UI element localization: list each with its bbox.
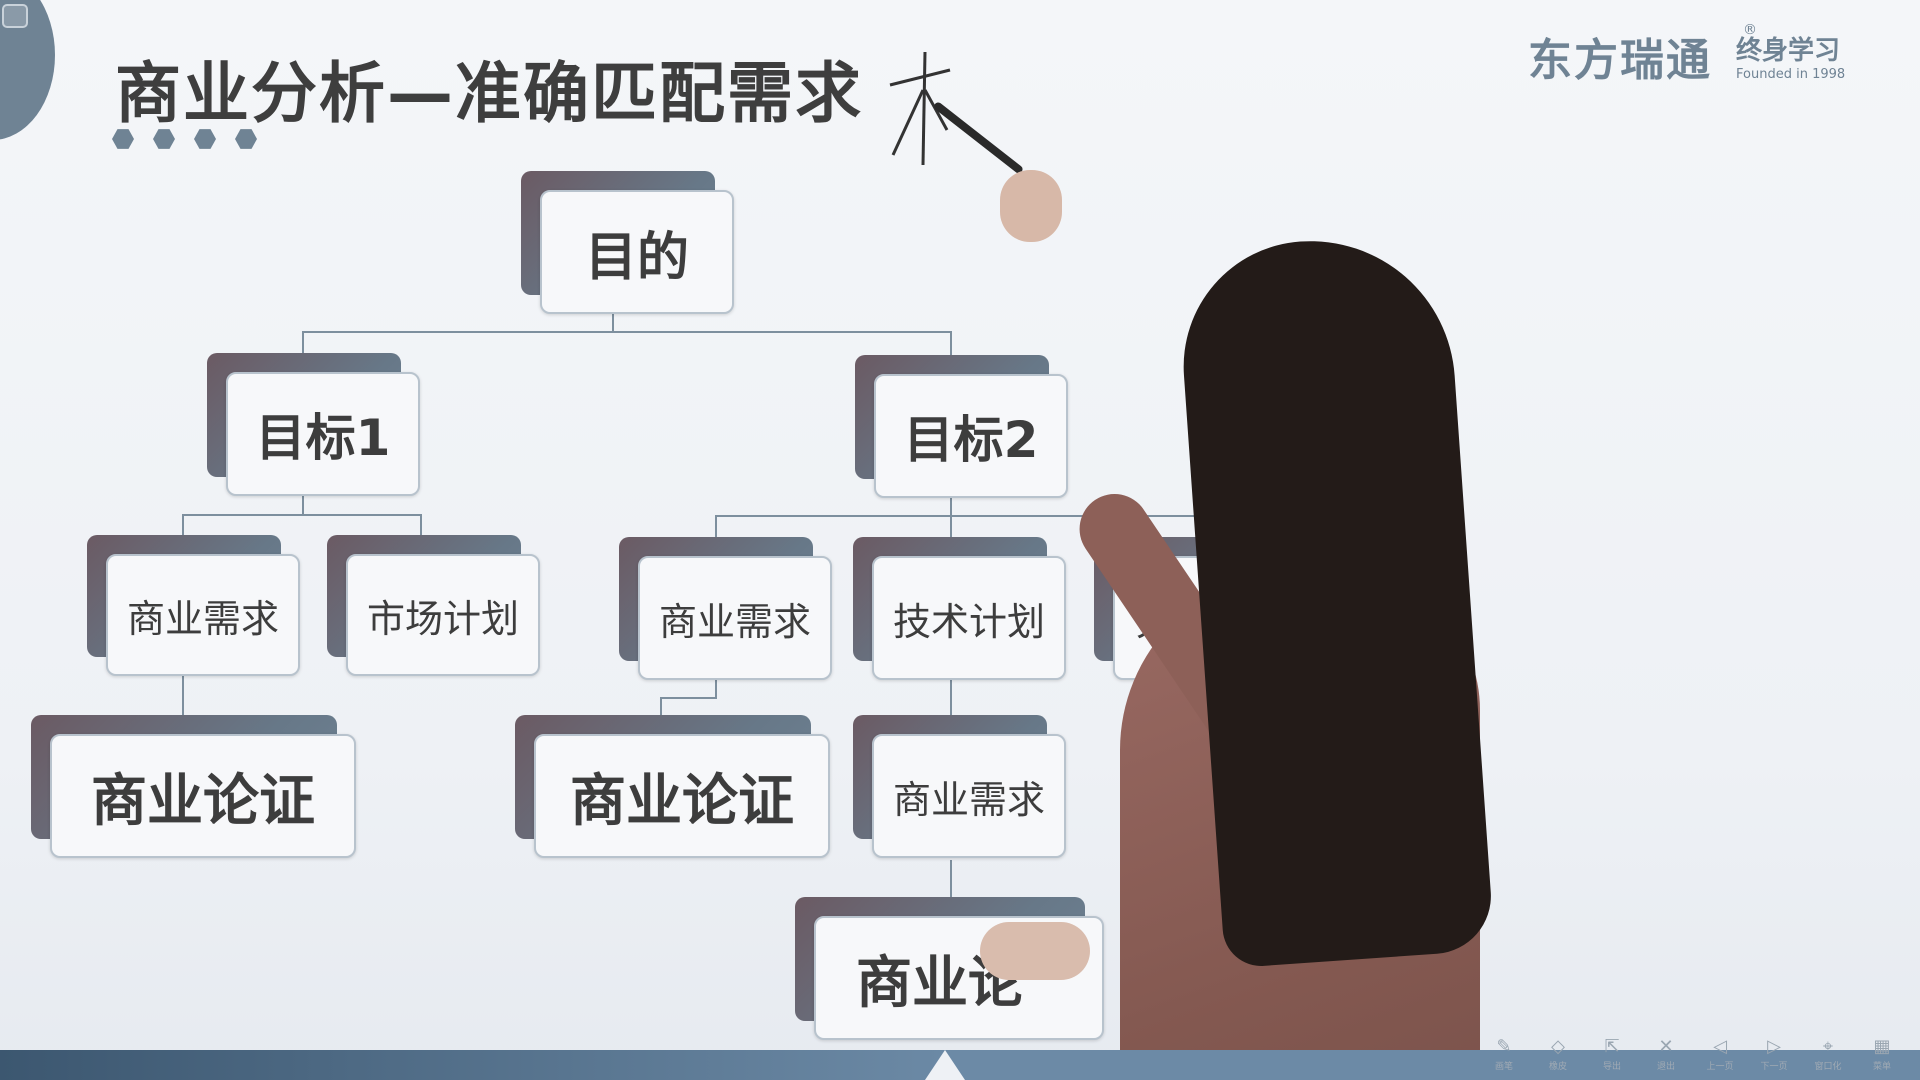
connector-line [182,514,184,554]
toolbar-next-page[interactable]: ▷ 下一页 [1756,1036,1792,1073]
window-icon: ⌖ [1822,1036,1834,1057]
tool-label: 退出 [1656,1062,1675,1072]
org-node-goal2: 目标2 [855,355,1068,498]
connector-line [950,496,952,516]
toolbar-window[interactable]: ⌖ 窗口化 [1810,1036,1846,1073]
pen-icon: ✎ [1496,1036,1512,1057]
node-label: 商业需求 [872,734,1066,858]
brand-name: 东方瑞通 [1528,35,1712,86]
brand-tagline: 终身学习 Founded in 1998 [1736,30,1845,82]
connector-line [950,515,952,555]
connector-line [302,331,952,333]
tool-label: 下一页 [1760,1062,1788,1072]
next-page-icon: ▷ [1767,1036,1781,1057]
connector-line [950,680,952,735]
connector-line [420,514,422,554]
toolbar-pen[interactable]: ✎ 画笔 [1486,1036,1522,1073]
tool-label: 画笔 [1494,1062,1513,1072]
presentation-toolbar: ✎ 画笔 ◇ 橡皮 ⇱ 导出 ✕ 退出 ◁ 上一页 ▷ 下一页 ⌖ 窗口化 ▦ [1486,1036,1900,1073]
hexagon-dot-icon [194,129,216,149]
toolbar-menu[interactable]: ▦ 菜单 [1864,1036,1900,1073]
org-node-business-need-2: 商业需求 [619,537,832,680]
toolbar-prev-page[interactable]: ◁ 上一页 [1702,1036,1738,1073]
toolbar-export[interactable]: ⇱ 导出 [1594,1036,1630,1073]
hexagon-dot-icon [235,129,257,149]
org-node-business-need-3: 商业需求 [853,715,1066,858]
connector-line [715,515,1195,517]
node-label: 商业论证 [534,734,830,858]
org-node-goal1: 目标1 [207,353,420,496]
tool-label: 导出 [1602,1062,1621,1072]
connector-line [302,331,304,371]
connector-line [182,675,184,735]
brand-tagline-cn: 终身学习 [1736,36,1841,66]
close-icon: ✕ [1658,1036,1674,1057]
handwritten-annotation [889,51,951,166]
hexagon-dot-icon [153,129,175,149]
org-node-business-case: 商业论证 [31,715,356,858]
node-label: 目标1 [226,372,420,496]
org-node-root: 目的 [521,171,734,314]
slide-title: 商业分析—准确匹配需求 [115,55,863,132]
hexagon-dot-icon [112,129,134,149]
window-corner-icon[interactable] [2,4,28,28]
export-icon: ⇱ [1604,1036,1620,1057]
title-dots [112,128,257,150]
tool-label: 窗口化 [1814,1062,1842,1072]
tool-label: 上一页 [1706,1062,1734,1072]
connector-line [950,331,952,371]
connector-line [612,310,614,332]
connector-line [660,697,717,699]
node-label: 技术计划 [872,556,1066,680]
connector-line [950,860,952,920]
node-label: 市场计划 [346,554,540,676]
toolbar-eraser[interactable]: ◇ 橡皮 [1540,1036,1576,1073]
eraser-icon: ◇ [1551,1036,1565,1057]
node-label: 商业论证 [50,734,356,858]
brand-logo: 东方瑞通 ® 终身学习 Founded in 1998 [1528,22,1845,88]
brand-tagline-en: Founded in 1998 [1736,67,1846,82]
connector-line [302,495,304,515]
connector-line [715,680,717,698]
presenter [1060,220,1620,1080]
toolbar-close[interactable]: ✕ 退出 [1648,1036,1684,1073]
org-node-business-need: 商业需求 [87,535,300,676]
org-node-tech-plan: 技术计划 [853,537,1066,680]
org-node-business-case-2: 商业论证 [515,715,830,858]
connector-line [182,514,422,516]
presenter-hand [1000,170,1062,242]
bottom-notch [925,1050,965,1080]
node-label: 商业需求 [638,556,832,680]
node-label: 商业需求 [106,554,300,676]
menu-grid-icon: ▦ [1873,1036,1891,1057]
tool-label: 菜单 [1872,1062,1891,1072]
connector-line [715,515,717,555]
org-node-market-plan: 市场计划 [327,535,540,676]
tool-label: 橡皮 [1548,1062,1567,1072]
presenter-hair [1175,231,1495,969]
registered-mark: ® [1743,22,1757,38]
presenter-hand [980,922,1090,980]
prev-page-icon: ◁ [1713,1036,1727,1057]
node-label: 目的 [540,190,734,314]
node-label: 目标2 [874,374,1068,498]
